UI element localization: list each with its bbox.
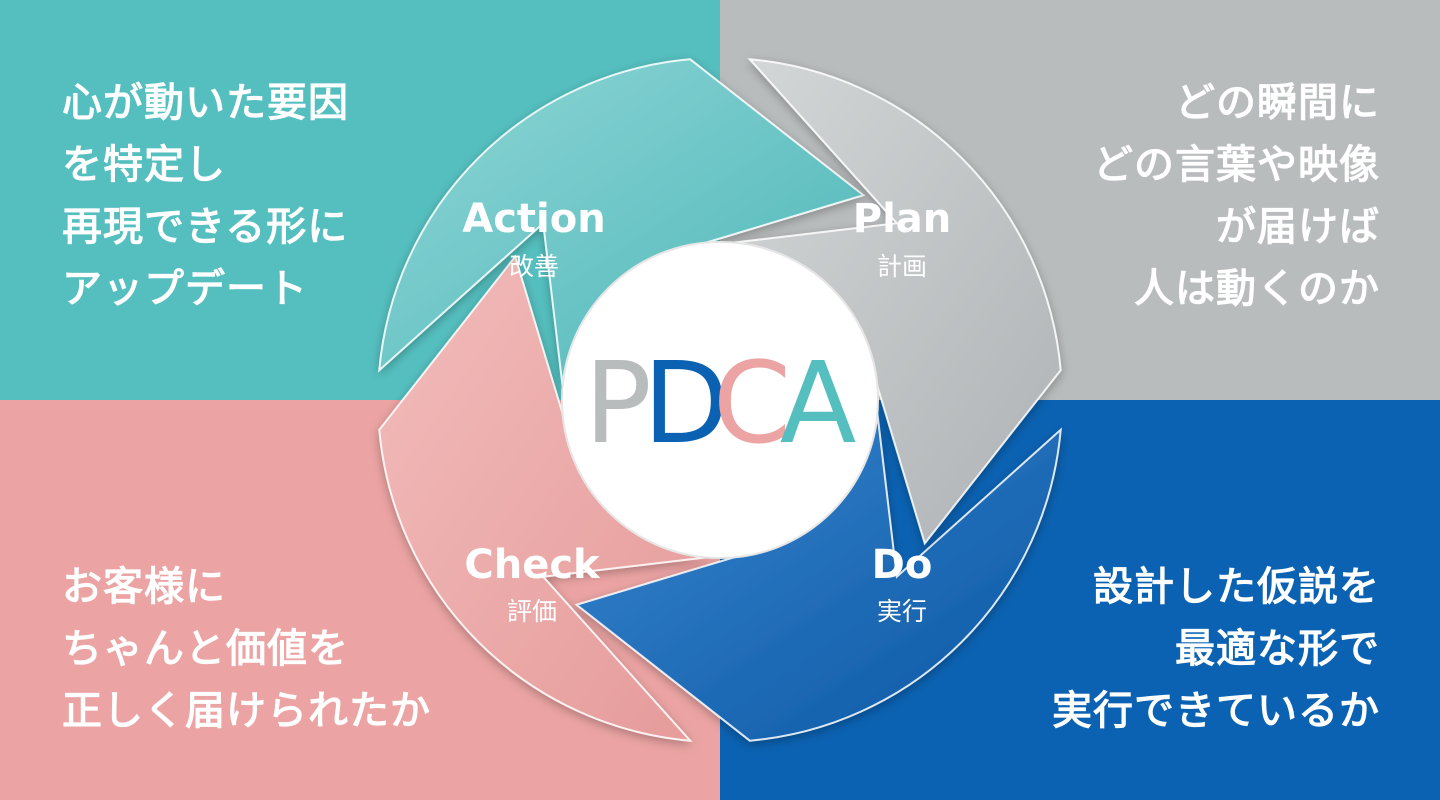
action-description-line: を特定し [62, 142, 226, 188]
plan-description-line: どの瞬間に [1175, 80, 1380, 126]
center-letter-d: D [643, 339, 729, 469]
plan-label: Plan [853, 196, 952, 242]
check-description-line: ちゃんと価値を [62, 626, 349, 672]
action-description-line: 再現できる形に [62, 204, 349, 250]
check-label-ja: 評価 [507, 597, 557, 626]
center-letter-p: P [584, 339, 652, 469]
do-label: Do [872, 542, 933, 588]
do-description-line: 実行できているか [1052, 688, 1380, 734]
plan-description-line: どの言葉や映像 [1093, 142, 1380, 188]
do-description-line: 最適な形で [1175, 626, 1380, 672]
do-description: 設計した仮説を 最適な形で 実行できているか [1052, 556, 1380, 742]
plan-label-ja: 計画 [877, 252, 927, 281]
check-description-line: 正しく届けられたか [62, 688, 431, 734]
plan-description-line: 人は動くのか [1134, 266, 1380, 312]
center-letter-a: A [780, 339, 857, 469]
action-description: 心が動いた要因 を特定し 再現できる形に アップデート [62, 72, 349, 320]
center-letter-c: C [713, 339, 791, 469]
check-description-line: お客様に [62, 564, 226, 610]
action-label-ja: 改善 [509, 252, 559, 281]
center-circle [561, 241, 879, 559]
action-label: Action [462, 196, 605, 242]
action-description-line: 心が動いた要因 [62, 80, 349, 126]
action-description-line: アップデート [62, 266, 308, 312]
check-description: お客様に ちゃんと価値を 正しく届けられたか [62, 556, 431, 742]
plan-description-line: が届けば [1216, 204, 1380, 250]
do-label-ja: 実行 [877, 597, 927, 626]
check-label: Check [464, 542, 601, 588]
plan-description: どの瞬間に どの言葉や映像 が届けば 人は動くのか [1093, 72, 1380, 320]
do-description-line: 設計した仮説を [1093, 564, 1380, 610]
